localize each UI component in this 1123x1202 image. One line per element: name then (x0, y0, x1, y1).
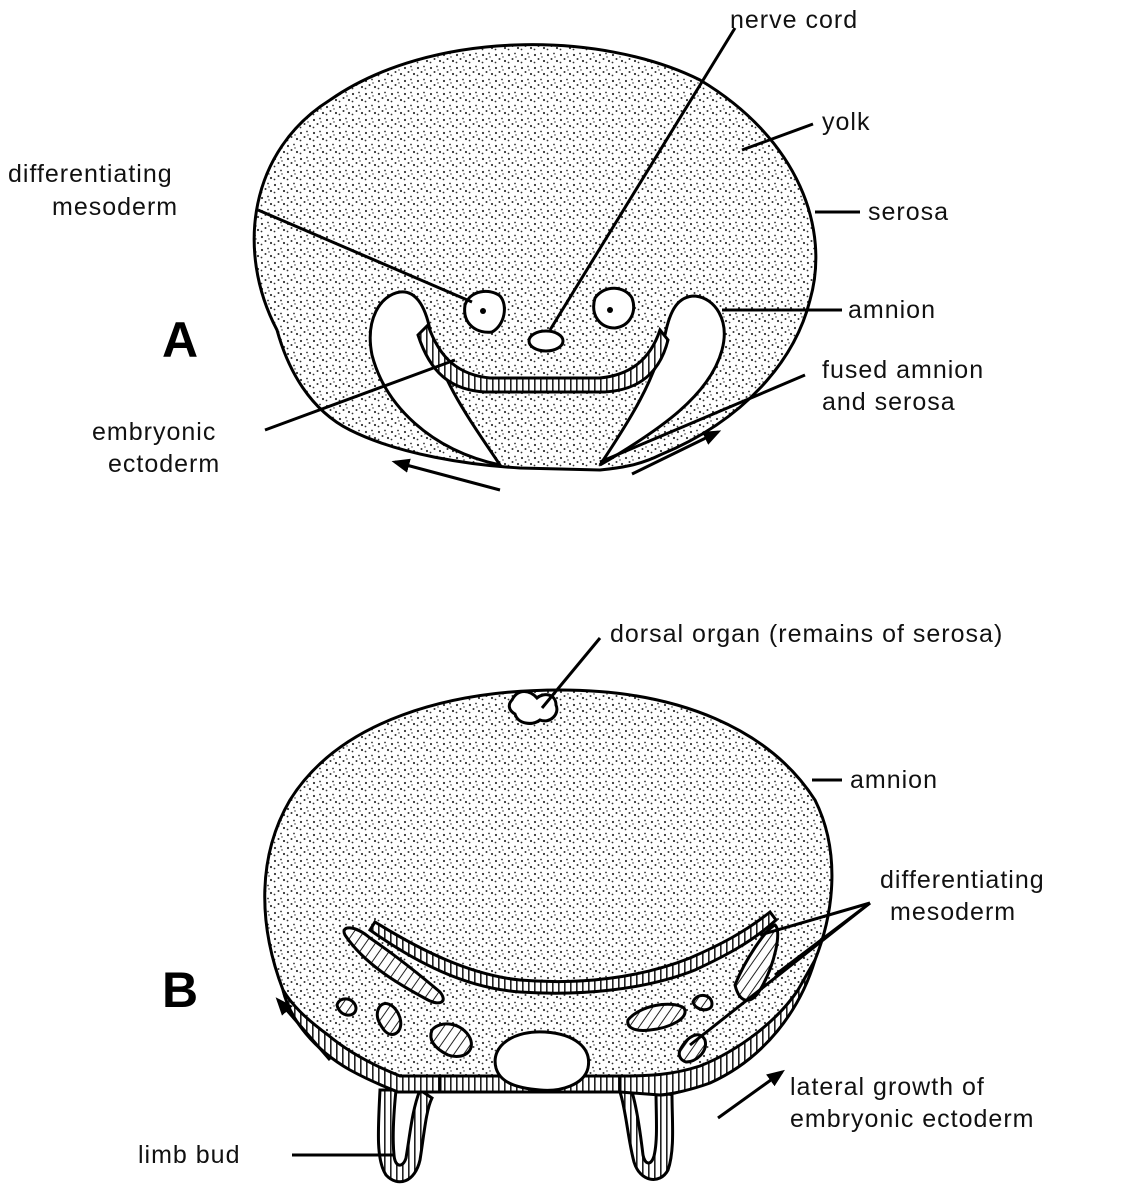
nerve-cord-a (529, 331, 563, 351)
panel-a: A nerve cord yolk differentiating mesode… (8, 6, 984, 490)
nerve-cord-b (495, 1032, 588, 1091)
label-fused-2: and serosa (822, 388, 956, 416)
label-nerve-cord: nerve cord (730, 6, 858, 34)
panel-b: B dorsal organ (remains of serosa) amnio… (138, 620, 1045, 1182)
label-diff-mesoderm-b-2: mesoderm (890, 898, 1016, 926)
mesoderm-right-dot-a (607, 307, 613, 313)
label-lateral-1: lateral growth of (790, 1073, 985, 1101)
label-yolk: yolk (822, 108, 870, 136)
label-diff-mesoderm-a-2: mesoderm (52, 193, 178, 221)
label-lateral-2: embryonic ectoderm (790, 1105, 1034, 1133)
label-limb-bud: limb bud (138, 1141, 241, 1169)
panel-letter-b: B (162, 962, 198, 1018)
label-serosa: serosa (868, 198, 949, 226)
arrow-right-b (718, 1072, 782, 1118)
panel-letter-a: A (162, 312, 198, 368)
mesoderm-blob-2 (337, 999, 356, 1015)
label-diff-mesoderm-a-1: differentiating (8, 160, 173, 188)
label-diff-mesoderm-b-1: differentiating (880, 866, 1045, 894)
label-amnion-a: amnion (848, 296, 936, 324)
label-amnion-b: amnion (850, 766, 938, 794)
label-fused-1: fused amnion (822, 356, 984, 384)
limb-bud-left (378, 1090, 432, 1182)
label-ecto-1: embryonic (92, 418, 216, 446)
label-ecto-2: ectoderm (108, 450, 220, 478)
mesoderm-right-a (594, 288, 634, 328)
mesoderm-blob-6 (693, 995, 712, 1009)
limb-bud-right (620, 1090, 673, 1179)
label-dorsal-organ: dorsal organ (remains of serosa) (610, 620, 1003, 648)
mesoderm-left-dot-a (480, 308, 486, 314)
